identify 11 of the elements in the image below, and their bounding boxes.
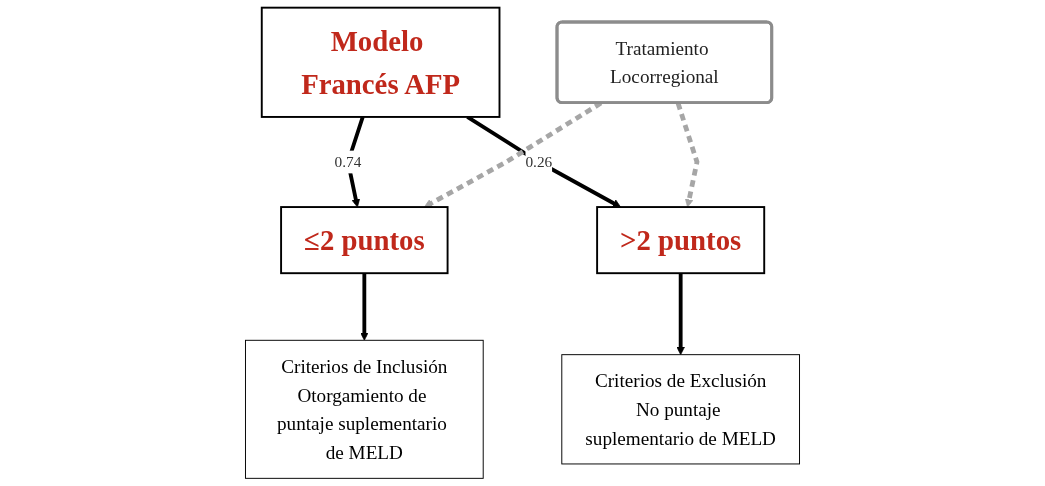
node-box: >2 puntos <box>596 206 766 275</box>
arrow <box>675 102 700 208</box>
arrow <box>676 273 685 356</box>
edge-label: 0.74 <box>334 153 362 170</box>
edge-label: 0.26 <box>525 153 553 170</box>
arrow <box>466 115 621 208</box>
node-box: ≤2 puntos <box>280 206 449 275</box>
node-box: Modelo Francés AFP <box>260 6 501 118</box>
arrow <box>360 273 369 341</box>
node-box: Criterios de Inclusión Otorgamiento de puntaje suplementario de MELD <box>245 339 484 479</box>
node-box: Criterios de Exclusión No puntaje suplementario de MELD <box>561 354 800 465</box>
